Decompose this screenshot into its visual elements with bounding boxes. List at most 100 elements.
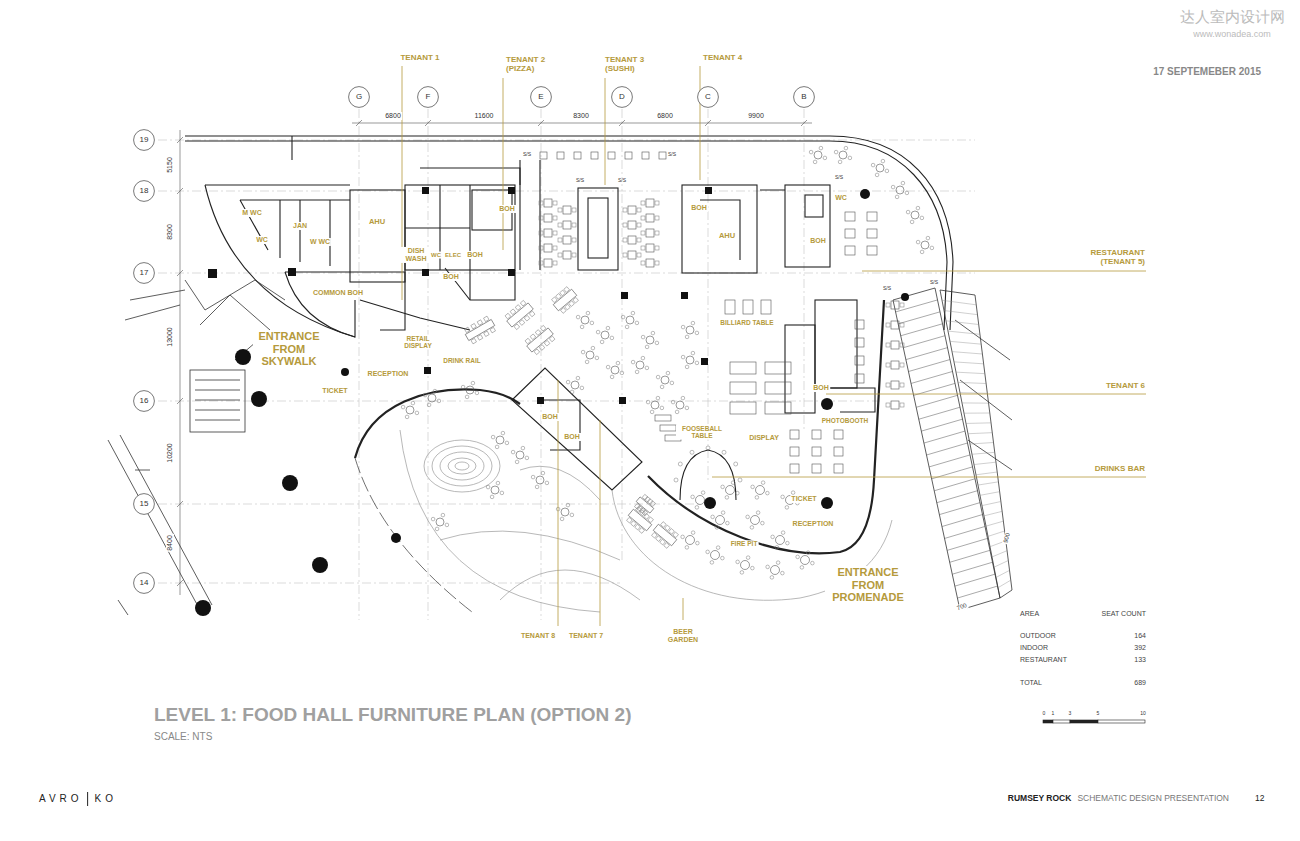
- plan-label: BOH: [498, 205, 516, 213]
- line-shape: [158, 191, 975, 192]
- line-shape: [356, 120, 362, 126]
- line-shape: [683, 598, 684, 620]
- table: [544, 259, 552, 267]
- bubble-circle: [531, 87, 552, 108]
- round-table: [771, 566, 780, 575]
- chair: [785, 506, 789, 510]
- path-shape: [520, 160, 540, 270]
- chair: [623, 238, 627, 242]
- bar-stool: [678, 462, 682, 466]
- escalator-step: [916, 395, 957, 407]
- bar-stool: [738, 478, 742, 482]
- chair: [635, 370, 639, 374]
- chair: [540, 325, 546, 331]
- line-shape: [622, 109, 623, 560]
- round-table: [686, 326, 694, 334]
- line-shape: [712, 477, 1146, 478]
- chair: [539, 231, 543, 235]
- table: [834, 464, 843, 473]
- chair: [637, 208, 641, 212]
- chair: [433, 389, 437, 393]
- stair-tread: [978, 482, 998, 485]
- chair: [637, 238, 641, 242]
- chair: [461, 385, 465, 389]
- chair: [656, 536, 662, 542]
- chair: [631, 521, 637, 527]
- stair-tread: [956, 372, 985, 374]
- round-table: [571, 381, 579, 389]
- table: [834, 430, 843, 439]
- chair: [766, 491, 770, 495]
- chair: [580, 325, 584, 329]
- chair: [656, 396, 660, 400]
- plan-label: S/S: [522, 152, 532, 158]
- chair: [514, 324, 520, 330]
- round-table: [626, 316, 634, 324]
- plan-label: W WC: [309, 238, 331, 246]
- round-table: [716, 516, 725, 525]
- long-table: [463, 315, 497, 345]
- chair: [665, 525, 671, 531]
- plan-label: AHU: [368, 218, 386, 227]
- chair: [486, 485, 490, 489]
- chair: [531, 475, 535, 479]
- chair: [706, 550, 710, 554]
- furniture: [401, 146, 1010, 598]
- plan-label: 6800: [656, 112, 674, 120]
- billiard-table: [730, 382, 756, 394]
- plan-label: PHOTOBOOTH: [821, 417, 869, 424]
- long-table: [625, 505, 655, 534]
- circle-shape: [312, 557, 328, 573]
- chair: [585, 360, 589, 364]
- round-table: [814, 151, 822, 159]
- plan-label: ENTRANCE FROM PROMENADE: [825, 566, 911, 604]
- chair: [505, 313, 511, 319]
- rect-shape: [621, 292, 628, 299]
- round-table: [839, 151, 847, 159]
- rect-shape: [424, 367, 431, 374]
- stair-tread: [996, 570, 1010, 577]
- round-table: [686, 356, 694, 364]
- round-table: [561, 508, 569, 516]
- chair: [427, 403, 431, 407]
- escalator-step: [945, 526, 985, 538]
- path-shape: [195, 380, 240, 420]
- bubble-circle: [134, 181, 155, 202]
- table: [790, 464, 799, 473]
- bubble-circle: [134, 494, 155, 515]
- logo-divider: [87, 792, 88, 806]
- chair: [906, 210, 910, 214]
- table: [867, 229, 877, 238]
- path-shape: [285, 272, 405, 337]
- table: [628, 221, 636, 229]
- chair: [625, 325, 629, 329]
- long-table: [550, 285, 580, 314]
- table: [891, 401, 899, 409]
- chair: [539, 201, 543, 205]
- chair: [545, 481, 549, 485]
- ellipse-shape: [455, 462, 469, 470]
- plan-label: 12: [1254, 794, 1265, 804]
- round-table: [636, 361, 644, 369]
- path-shape: [520, 466, 600, 500]
- round-table: [491, 486, 499, 494]
- table: [553, 289, 577, 311]
- chair: [766, 565, 770, 569]
- plan-label: 6800: [384, 112, 402, 120]
- stair-tread: [980, 492, 1000, 496]
- grid-bubble: 16: [133, 390, 155, 412]
- plan-label: 900: [1002, 531, 1012, 544]
- stair-tread: [960, 392, 987, 394]
- chair: [572, 253, 576, 257]
- chair: [610, 336, 614, 340]
- chair: [566, 380, 570, 384]
- table: [845, 246, 855, 255]
- line-shape: [538, 120, 544, 126]
- rect-shape: [422, 187, 429, 194]
- chair: [645, 345, 649, 349]
- rect-shape: [701, 358, 708, 365]
- chair: [916, 206, 920, 210]
- grid-bubble: F: [417, 86, 439, 108]
- table: [812, 430, 821, 439]
- rect-shape: [190, 370, 245, 432]
